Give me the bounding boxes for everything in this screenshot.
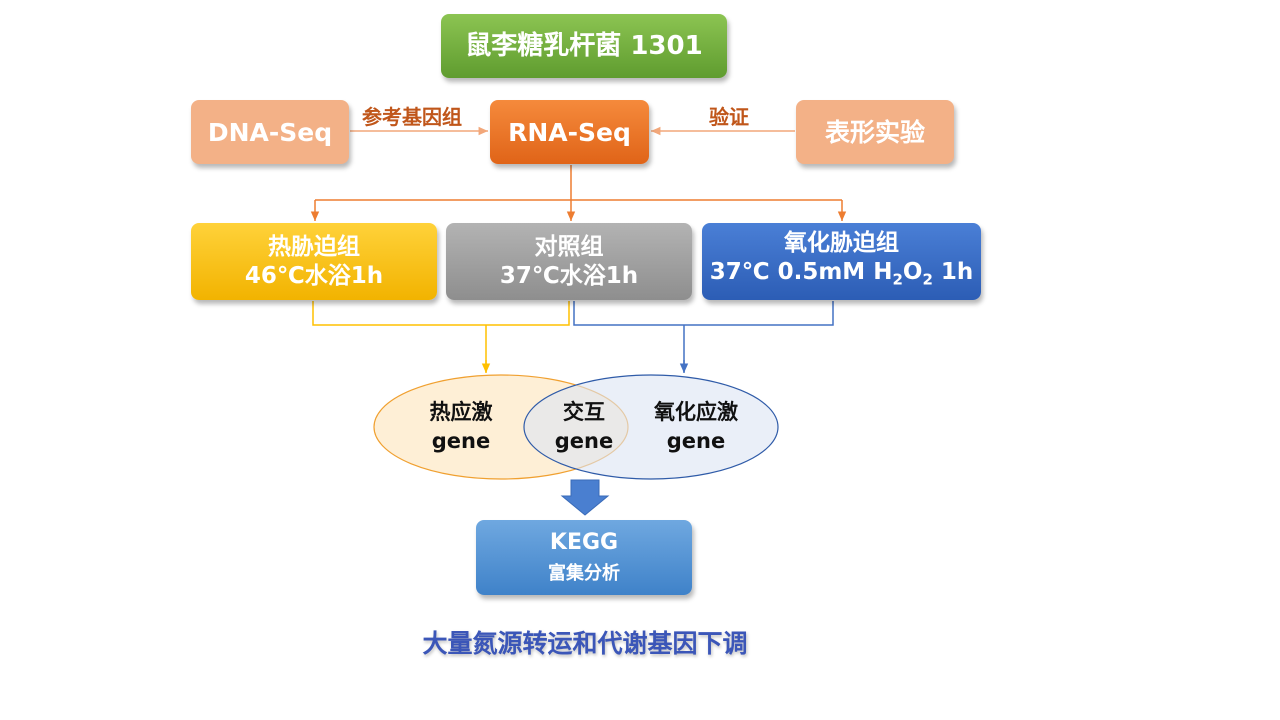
venn-oxidative-label: 氧化应激 gene bbox=[640, 398, 752, 456]
kegg-subtitle: 富集分析 bbox=[548, 562, 620, 584]
edge-label-validation: 验证 bbox=[709, 105, 749, 129]
venn-inter-line1: 交互 bbox=[563, 400, 605, 424]
heat-stress-group-box: 热胁迫组 46℃水浴1h bbox=[191, 223, 437, 300]
oxidative-subscript-2: 2 bbox=[922, 270, 933, 289]
venn-oxidative-ellipse bbox=[523, 374, 779, 480]
rna-seq-box: RNA-Seq bbox=[490, 100, 649, 164]
kegg-title: KEGG bbox=[549, 529, 619, 555]
control-group-condition: 37℃水浴1h bbox=[499, 262, 639, 289]
heat-group-condition: 46℃水浴1h bbox=[244, 262, 384, 289]
venn-inter-line2: gene bbox=[554, 429, 614, 453]
conclusion-text: 大量氮源转运和代谢基因下调 bbox=[422, 629, 748, 658]
venn-ox-line2: gene bbox=[666, 429, 726, 453]
dna-seq-label: DNA-Seq bbox=[207, 117, 333, 147]
rna-seq-label: RNA-Seq bbox=[508, 117, 631, 147]
venn-heat-line2: gene bbox=[431, 429, 491, 453]
oxidative-condition-suffix: 1h bbox=[932, 258, 974, 285]
control-group-name: 对照组 bbox=[534, 233, 604, 260]
down-block-arrow bbox=[560, 479, 610, 516]
oxidative-condition-prefix: 37℃ 0.5mM H bbox=[709, 258, 893, 285]
oxidative-stress-group-box: 氧化胁迫组 37℃ 0.5mM H2O2 1h bbox=[702, 223, 981, 300]
title-text: 鼠李糖乳杆菌 1301 bbox=[465, 30, 703, 61]
phenotype-label: 表形实验 bbox=[824, 117, 925, 147]
edge-label-reference-genome: 参考基因组 bbox=[362, 105, 462, 129]
phenotype-box: 表形实验 bbox=[796, 100, 954, 164]
connector-oxidative-to-venn bbox=[573, 301, 834, 372]
dna-seq-box: DNA-Seq bbox=[191, 100, 349, 164]
control-group-box: 对照组 37℃水浴1h bbox=[446, 223, 692, 300]
oxidative-subscript-1: 2 bbox=[892, 270, 903, 289]
kegg-enrichment-box: KEGG 富集分析 bbox=[476, 520, 692, 595]
oxidative-group-name: 氧化胁迫组 bbox=[784, 229, 899, 256]
venn-intersection-label: 交互 gene bbox=[545, 398, 623, 456]
venn-ox-line1: 氧化应激 bbox=[654, 400, 738, 424]
venn-heat-label: 热应激 gene bbox=[410, 398, 512, 456]
title-box: 鼠李糖乳杆菌 1301 bbox=[441, 14, 727, 78]
connector-heat-to-venn bbox=[312, 301, 570, 372]
heat-group-name: 热胁迫组 bbox=[268, 233, 360, 260]
oxidative-group-condition: 37℃ 0.5mM H2O2 1h bbox=[710, 258, 974, 295]
connector-rna-branch bbox=[315, 165, 842, 201]
venn-heat-line1: 热应激 bbox=[429, 400, 493, 424]
oxidative-condition-mid: O bbox=[902, 258, 923, 285]
